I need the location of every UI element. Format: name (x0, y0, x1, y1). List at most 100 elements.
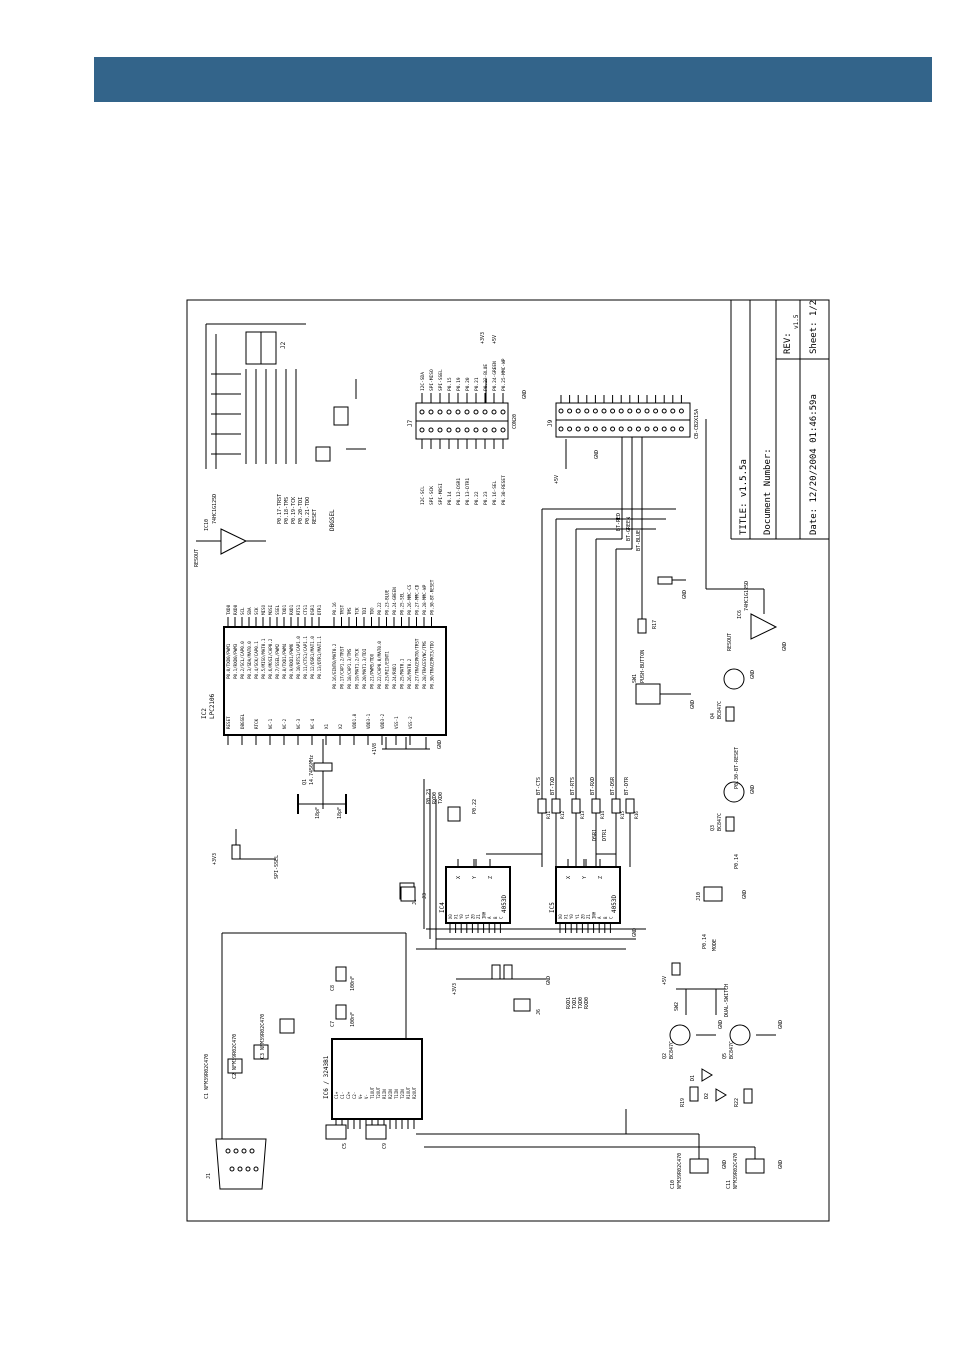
svg-text:GND: GND (750, 670, 756, 679)
rs232-pin-label: T1OUT (370, 1086, 375, 1099)
svg-text:GND: GND (690, 700, 696, 709)
svg-text:GND: GND (522, 390, 528, 399)
ic2-net-label: DSR1 (310, 604, 315, 615)
j7-pin-label: P0.14 (447, 491, 453, 505)
mux-pin-label: C (608, 916, 613, 919)
j2-header: J2 (205, 323, 306, 469)
ic2-pin-label: P0.0/TXD0/PWM1 (226, 643, 231, 679)
ic2-net-label: P0.16 (332, 602, 337, 615)
rs232-pin-label: C1+ (334, 1091, 339, 1099)
j2-ref: J2 (280, 341, 287, 349)
rs232-pin-label: R2OUT (412, 1086, 417, 1099)
svg-text:J3: J3 (422, 893, 428, 899)
ic2-top-pin-label: NC-3 (296, 718, 301, 729)
ic2-top-pin-label: VDD1.8 (352, 713, 357, 729)
mux-pin-label: INH (592, 911, 597, 919)
mux-pin-label: Y1 (575, 914, 580, 919)
rs232-pin-label: R2IN (388, 1089, 393, 1099)
ic2-net-label: RXD1 (289, 604, 294, 615)
svg-text:14.7456MHz: 14.7456MHz (309, 755, 315, 785)
resistor-ref: R11 (546, 811, 552, 819)
mux-pin-label: B (493, 916, 498, 919)
rs232-pin-label: C2- (352, 1092, 357, 1099)
ic2-pin-label: P0.24/RXD1 (392, 663, 397, 689)
mux-pin-label: C (498, 916, 503, 919)
ic2-pin-label: P0.13/DTR1/MAT1.1 (317, 636, 322, 679)
ic6-ref: IC6 / 3243B1 (323, 1055, 330, 1099)
svg-text:100nF: 100nF (350, 1012, 356, 1027)
mux-out-label: X (456, 876, 462, 879)
rev-label: REV: (783, 332, 793, 354)
ic10-ref: IC10 (204, 519, 210, 531)
svg-text:+5V: +5V (492, 335, 498, 344)
ic2-top-pin-label: NC-1 (268, 718, 273, 729)
j7-pin-label: P0.12-DSR1 (456, 478, 462, 505)
svg-text:Q4: Q4 (710, 713, 716, 719)
svg-text:P0.20-TDI: P0.20-TDI (298, 497, 304, 524)
svg-text:DBGSEL: DBGSEL (329, 509, 336, 531)
svg-text:RESOUT: RESOUT (194, 549, 200, 567)
mux-out-label: Z (488, 876, 494, 879)
date-text: Date: 12/20/2004 01:46:59a (809, 394, 819, 535)
j7-pin-label: P0.16-SEL (492, 480, 498, 505)
svg-text:+3V3: +3V3 (452, 983, 458, 995)
svg-text:P0.30-BT-RESET: P0.30-BT-RESET (734, 747, 740, 789)
resistor-ref: R16 (634, 811, 640, 819)
svg-text:TXD0: TXD0 (578, 997, 584, 1009)
j7-pin-label: P0.25-MMC-WP (501, 358, 507, 391)
svg-text:P0.21-TDO: P0.21-TDO (305, 497, 311, 524)
rev-value: v1.5 (793, 314, 800, 329)
svg-text:BC847C: BC847C (669, 1041, 675, 1059)
ic2-pin-label: P0.5/MISO/MAT0.1 (261, 638, 266, 679)
bt-net-label: BT-RTS (570, 777, 576, 795)
svg-text:GND: GND (778, 1160, 784, 1169)
j7-pin-label: P0.20 (465, 377, 471, 391)
svg-text:J5: J5 (412, 899, 418, 905)
j7-ref: J7 (407, 419, 414, 427)
ic2-pin-label: P0.17/CAP1.2/TRST (340, 646, 345, 689)
schematic-drawing: TITLE: v1.5.5a Document Number: Date: 12… (186, 299, 830, 1222)
j7-pin-label: P0.30-RESET (501, 475, 507, 505)
q3-transistor: Q3 BC847C P0.30-BT-RESET P0.14 GND (710, 747, 756, 869)
ic2-net-label: TMS (347, 607, 352, 615)
ic2-net-label: SDA (247, 607, 252, 615)
ic2-top-pin-label: RESET (226, 716, 231, 729)
ic2-pin-label: P0.10/RTS1/CAP1.0 (296, 636, 301, 679)
mux-pin-label: Z1 (586, 914, 591, 919)
header-banner (94, 57, 932, 102)
j7-pin-label: SPI-SCK (429, 486, 435, 505)
svg-text:P0.14: P0.14 (702, 934, 708, 949)
svg-text:GND: GND (750, 785, 756, 794)
title-text: TITLE: v1.5.5a (739, 459, 749, 535)
ic2-top-pin-label: NC-2 (282, 718, 287, 729)
svg-text:GND: GND (742, 890, 748, 899)
ic2-net-label: TXD0 (226, 604, 231, 615)
svg-text:C1 NFM39R02C470: C1 NFM39R02C470 (204, 1054, 210, 1099)
j7-pin-label: P0.24-GREEN (492, 361, 498, 391)
svg-text:D2: D2 (704, 1093, 710, 1099)
ic2-pin-label: P0.27/TRACEPKT0/TRST (415, 638, 420, 689)
ic10-buffer: IC10 74HC1G125D RESOUT (194, 494, 266, 567)
svg-text:P0.19-TCK: P0.19-TCK (291, 497, 297, 524)
mux-pin-label: A (597, 916, 602, 919)
ic2-pin-label: P0.26/MAT0.2 (407, 658, 412, 689)
ic6-buffer: IC6 74HC1G125D RESOUT GND (706, 581, 788, 651)
svg-text:NFM39R02C470: NFM39R02C470 (733, 1153, 739, 1189)
svg-text:J10: J10 (696, 892, 702, 901)
ic2-pin-label: P0.1/RXD0/PWM3 (233, 643, 238, 679)
title-block: TITLE: v1.5.5a Document Number: Date: 12… (730, 300, 829, 540)
svg-text:R17: R17 (652, 620, 658, 629)
jtag-net-labels: P0.17-TRST P0.18-TMS P0.19-TCK P0.20-TDI… (277, 494, 336, 531)
ic2-net-label: P0.28-MMC-WP (422, 584, 427, 615)
svg-text:BC847C: BC847C (729, 1041, 735, 1059)
j7-pin-label: P0.13-DTR1 (465, 478, 471, 505)
bt-net-label: BT-DTR (624, 776, 630, 795)
svg-text:RXD1: RXD1 (566, 997, 572, 1009)
ic2-top-pin-label: X2 (338, 723, 343, 729)
mux-pin-label: Z0 (470, 914, 475, 919)
rs232-pin-label: R1OUT (406, 1086, 411, 1099)
ic2-pin-label: P0.16/EINT0/MAT0.2 (332, 643, 337, 689)
ic5-part: 4053D (611, 895, 618, 913)
svg-text:C7: C7 (330, 1021, 336, 1027)
